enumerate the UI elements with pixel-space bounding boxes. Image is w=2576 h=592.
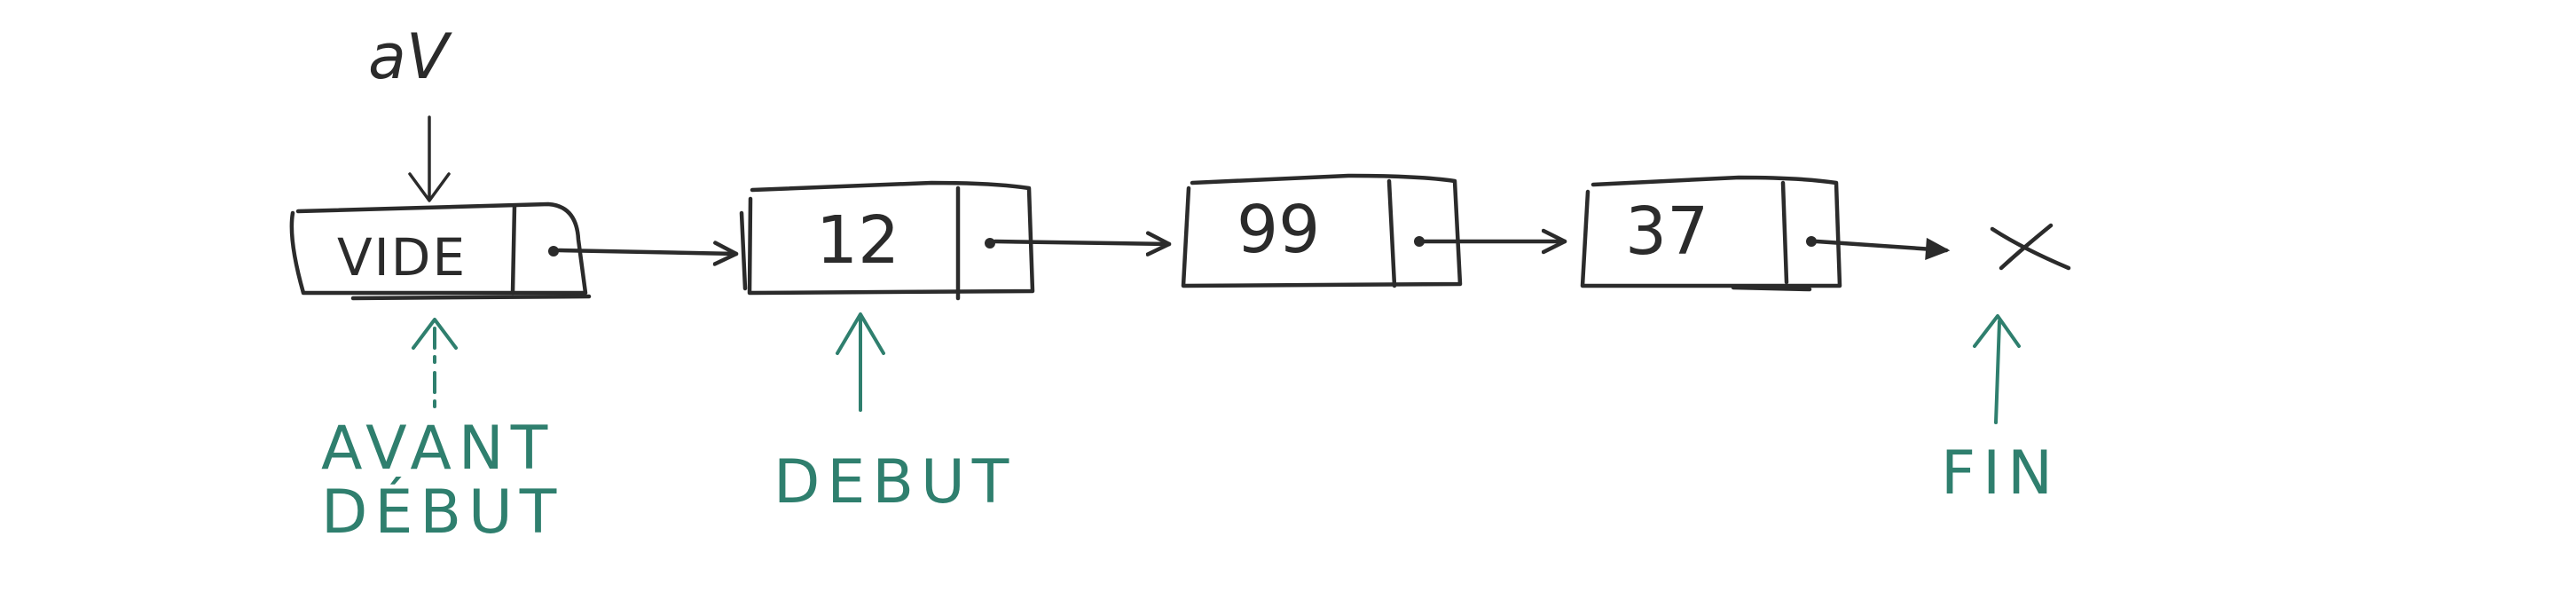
fin-arrow-shaft <box>1994 320 2001 424</box>
null-x-stroke-1 <box>1990 226 2071 271</box>
list-node-37: 37 <box>1580 175 1842 292</box>
node-box <box>289 201 588 296</box>
node-left-edge <box>739 210 748 291</box>
node-divider <box>1386 178 1397 288</box>
node-value: 12 <box>816 202 899 279</box>
debut-label: DEBUT <box>774 447 1016 517</box>
node-divider <box>1780 180 1789 285</box>
next-arrow-1 <box>556 250 739 254</box>
avant-debut-pointer: AVANT DÉBUT <box>321 318 563 548</box>
avant-debut-arrow-head <box>412 318 458 350</box>
node-divider <box>510 203 517 296</box>
pointer-dot <box>985 238 995 249</box>
av-label: aV <box>368 20 452 93</box>
avant-debut-label-line2: DÉBUT <box>321 477 563 548</box>
node-value: 37 <box>1625 193 1708 270</box>
av-arrow-head <box>408 172 451 202</box>
node-value: VIDE <box>337 227 467 288</box>
pointer-dot <box>1806 236 1817 247</box>
fin-pointer: FIN <box>1941 314 2060 509</box>
null-x-stroke-2 <box>1999 223 2054 271</box>
node-box <box>747 180 1035 296</box>
null-marker: X <box>1990 223 2071 271</box>
avant-debut-label-line1: AVANT <box>321 414 554 484</box>
node-underline <box>350 294 592 301</box>
fin-arrow-head <box>1973 314 2021 348</box>
fin-label: FIN <box>1941 438 2060 509</box>
next-arrow-4 <box>1814 237 1951 260</box>
debut-arrow-head <box>836 312 885 355</box>
av-pointer: aV <box>368 20 452 202</box>
list-node-99: 99 <box>1181 173 1463 288</box>
pointer-dot <box>1414 236 1425 247</box>
next-arrow-2 <box>993 241 1172 244</box>
node-underline <box>1731 285 1812 292</box>
debut-pointer: DEBUT <box>774 312 1016 517</box>
node-box <box>1580 175 1842 288</box>
list-node-sentinel: VIDE <box>289 201 592 301</box>
pointer-dot <box>548 246 559 257</box>
node-value: 99 <box>1237 192 1320 268</box>
list-node-12: 12 <box>739 180 1035 301</box>
node-box <box>1181 173 1463 288</box>
